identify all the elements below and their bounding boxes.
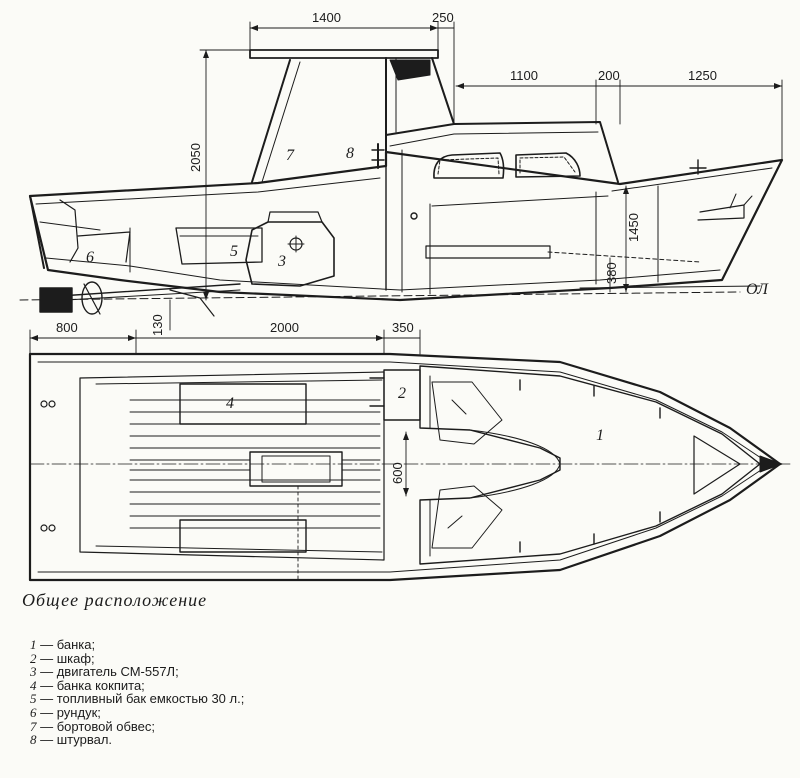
legend-item: 6 — рундук;	[30, 704, 101, 720]
legend-item: 8 — штурвал.	[30, 732, 113, 748]
callout-8: 8	[346, 145, 354, 162]
callout-4: 4	[226, 395, 234, 412]
dim-passage-width: 600	[390, 462, 405, 484]
dim-hardtop-length: 1400	[312, 10, 341, 25]
legend-item: 1 — банка;	[30, 637, 96, 652]
cockpit-bench	[179, 383, 307, 425]
callout-6: 6	[86, 249, 94, 266]
callout-2: 2	[398, 385, 406, 402]
dim-draft: 380	[604, 262, 619, 284]
dim-height-overall: 2050	[188, 143, 203, 172]
legend-item: 4 — банка кокпита;	[30, 677, 145, 693]
callout-5: 5	[230, 243, 238, 260]
plan-view-dimensions: 800 2000 350 600 4 2 1	[56, 320, 604, 484]
callout-7: 7	[286, 147, 295, 164]
dim-hull-height: 1450	[626, 213, 641, 242]
legend-item: 2 — шкаф;	[30, 650, 95, 666]
dim-cabin-length: 1100	[510, 68, 538, 83]
callout-1: 1	[596, 427, 604, 444]
legend-item: 3 — двигатель СМ-557Л;	[30, 664, 179, 680]
dim-hardtop-overhang: 250	[432, 10, 454, 25]
side-view-dimensions: 1400 250 1100 200 1250 2050 1450 380 130…	[86, 10, 769, 336]
dim-foredeck-length: 1250	[688, 68, 717, 83]
dim-keel-depth: 130	[150, 314, 165, 336]
engine-side	[245, 221, 335, 287]
plan-view	[28, 329, 791, 582]
dim-cabin-step: 200	[598, 68, 620, 83]
hard-top	[249, 49, 439, 59]
waterline	[19, 291, 741, 301]
legend-item: 7 — бортовой обвес;	[30, 718, 156, 734]
dim-stern-overhang: 800	[56, 320, 78, 335]
dim-cabinet-width: 350	[392, 320, 414, 335]
dim-cockpit-length: 2000	[270, 320, 299, 335]
hull-plan-outline	[28, 352, 782, 582]
waterline-label: ОЛ	[746, 281, 769, 298]
cabin-berth	[419, 365, 761, 565]
figure-caption: Общее расположение	[22, 590, 208, 610]
boat-general-arrangement-drawing: 1400 250 1100 200 1250 2050 1450 380 130…	[19, 10, 791, 582]
legend-item: 5 — топливный бак емкостью 30 л.;	[30, 691, 245, 707]
side-view	[19, 21, 784, 331]
legend-list: 1 — банка; 2 — шкаф; 3 — двигатель СМ-55…	[30, 638, 244, 747]
cabin-outline	[385, 121, 619, 183]
hull-side-outline	[28, 150, 784, 302]
callout-3: 3	[277, 253, 286, 270]
